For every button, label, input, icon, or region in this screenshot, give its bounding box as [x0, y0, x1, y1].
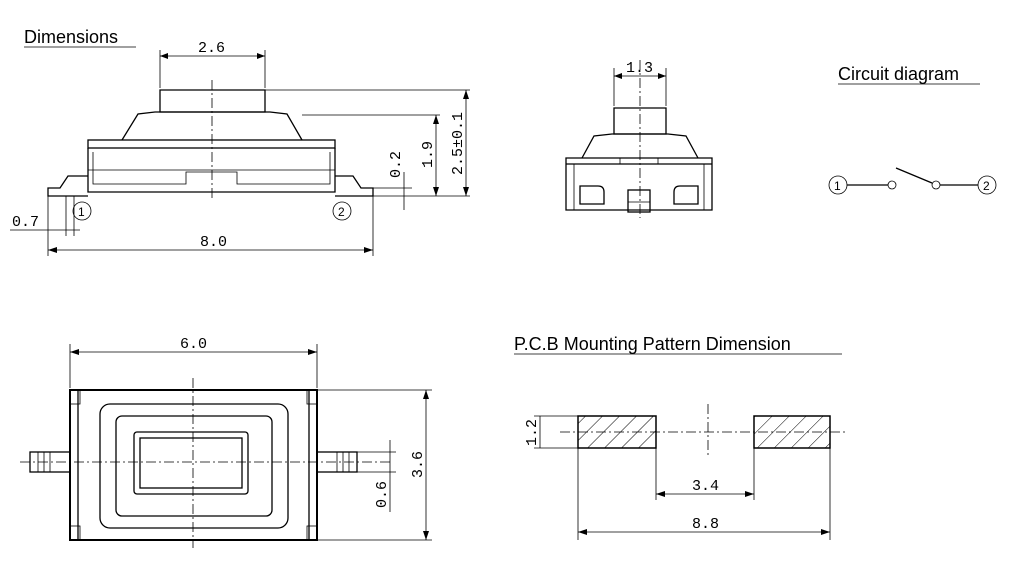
dim-pad-gap: 3.4: [692, 478, 719, 495]
dim-lead-width: 0.6: [374, 481, 391, 508]
dim-pin-offset: 0.7: [12, 214, 39, 231]
dim-pcb-overall: 8.8: [692, 516, 719, 533]
dim-total-height: 2.5±0.1: [450, 112, 467, 175]
dim-body-height: 1.9: [420, 141, 437, 168]
dim-button-width: 2.6: [198, 40, 225, 57]
dim-body-length: 6.0: [180, 336, 207, 353]
pin2-label: 2: [338, 205, 345, 219]
dim-pad-height: 1.2: [524, 419, 541, 446]
dim-side-button-width: 1.3: [626, 60, 653, 77]
circuit-heading: Circuit diagram: [838, 64, 959, 84]
dim-overall-length: 8.0: [200, 234, 227, 251]
dimensions-heading: Dimensions: [24, 27, 118, 47]
front-view: 2.6 0.7 1 2 8.0 0.2 1.9 2.5±0.1: [10, 40, 470, 256]
pin1-label: 1: [78, 205, 85, 219]
circuit-pin2-label: 2: [983, 179, 990, 193]
side-view: 1.3: [565, 60, 713, 218]
pcb-heading: P.C.B Mounting Pattern Dimension: [514, 334, 791, 354]
circuit-pin1-label: 1: [834, 179, 841, 193]
pcb-pattern: 1.2 3.4 8.8: [524, 404, 846, 540]
top-view: 6.0 3.6 0.6: [20, 336, 432, 548]
dim-lead-thickness: 0.2: [388, 151, 405, 178]
dim-body-width: 3.6: [410, 451, 427, 478]
circuit-diagram: 1 2: [828, 167, 997, 195]
